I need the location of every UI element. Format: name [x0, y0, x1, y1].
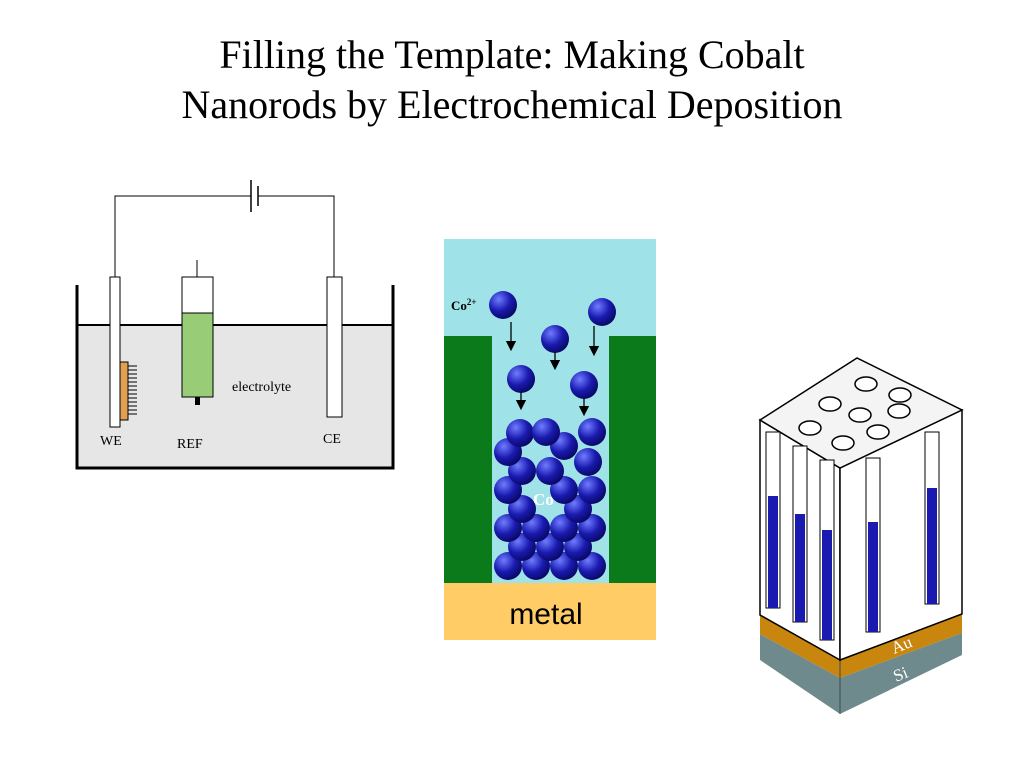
right-channels — [865, 431, 940, 633]
au-layer — [760, 614, 962, 678]
slide-title: Filling the Template: Making Cobalt Nano… — [0, 30, 1024, 130]
working-electrode — [109, 276, 137, 428]
external-circuit — [114, 180, 335, 277]
reference-electrode — [181, 276, 214, 405]
sample-plate — [119, 361, 129, 421]
top-pores — [798, 376, 912, 451]
porous-template-3d: PS Au Si — [758, 357, 964, 714]
beaker — [75, 285, 395, 470]
ref-label: REF — [177, 437, 203, 452]
template-wall-left — [444, 336, 492, 583]
left-channels — [765, 431, 835, 641]
ce-label: CE — [323, 432, 341, 447]
metal-label: metal — [509, 598, 582, 631]
metal-substrate — [444, 583, 656, 640]
electrolyte-label: electrolyte — [232, 380, 291, 395]
co-ion-label: Co2+ — [451, 297, 477, 313]
title-line-1: Filling the Template: Making Cobalt — [219, 32, 805, 77]
si-label: Si — [890, 663, 911, 686]
cobalt-ions — [489, 291, 616, 399]
counter-electrode — [326, 276, 343, 418]
electrochemical-cell: electrolyte WE REF CE — [75, 180, 395, 470]
template-wall-right — [609, 336, 656, 583]
title-line-2: Nanorods by Electrochemical Deposition — [181, 82, 843, 127]
we-label: WE — [100, 434, 122, 449]
ion-arrows — [505, 322, 600, 417]
si-layer — [760, 633, 962, 714]
cobalt-deposit — [494, 418, 606, 580]
pore-deposition: metal Co — [444, 239, 656, 640]
cobalt-label: Co — [533, 490, 554, 509]
